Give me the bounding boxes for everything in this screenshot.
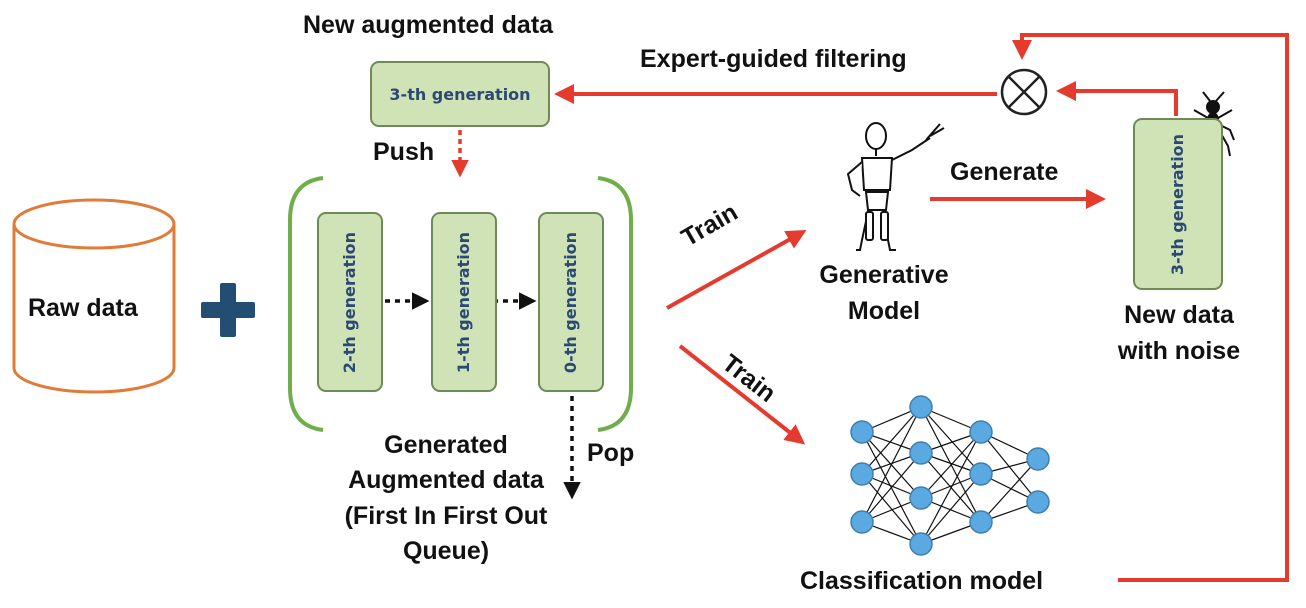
generated-label-line3: (First In First Out xyxy=(344,502,548,530)
feedback-loop-line xyxy=(1012,33,1289,582)
plus-icon-vertical xyxy=(220,283,236,337)
queue-box-2-label: 2-th generation xyxy=(340,231,360,373)
raw-data-label: Raw data xyxy=(28,294,138,322)
network-node xyxy=(909,395,933,419)
network-edge xyxy=(861,406,922,475)
generated-label-line2: Augmented data xyxy=(348,466,544,494)
network-edge xyxy=(980,458,1039,523)
network-node xyxy=(969,510,993,534)
pop-label: Pop xyxy=(587,439,635,467)
network-edge xyxy=(861,452,922,523)
new-data-label-line2: with noise xyxy=(1117,337,1241,365)
network-node xyxy=(850,510,874,534)
queue-box-0: 0-th generation xyxy=(538,212,604,392)
top-generation-label: 3-th generation xyxy=(389,84,531,104)
network-node xyxy=(909,441,933,465)
queue-right-bracket xyxy=(597,176,633,432)
top-generation-box: 3-th generation xyxy=(370,61,550,127)
push-label: Push xyxy=(373,138,435,166)
generated-label-line1: Generated xyxy=(384,431,508,459)
queue-box-1-label: 1-th generation xyxy=(454,231,474,373)
wooden-mannequin-icon xyxy=(846,122,945,251)
network-edge xyxy=(920,473,982,545)
network-node xyxy=(909,532,933,556)
train-arrow-upper xyxy=(666,230,807,310)
queue-box-0-label: 0-th generation xyxy=(561,231,581,373)
network-edge xyxy=(920,431,982,499)
network-edge xyxy=(920,406,982,475)
new-augmented-data-label: New augmented data xyxy=(303,11,554,39)
network-node xyxy=(850,462,874,486)
generative-model-label-line2: Model xyxy=(847,297,921,325)
network-node xyxy=(969,420,993,444)
train-arrow-lower xyxy=(678,344,806,445)
expert-filtering-label: Expert-guided filtering xyxy=(640,45,907,73)
network-node xyxy=(1026,447,1050,471)
new-data-label-line1: New data xyxy=(1124,301,1234,329)
network-edge xyxy=(920,431,982,545)
classification-model-label: Classification model xyxy=(800,567,1044,595)
queue-box-1: 1-th generation xyxy=(431,212,497,392)
network-node xyxy=(1026,490,1050,514)
circle-times-icon xyxy=(1000,68,1048,116)
generated-label-line4: Queue) xyxy=(402,537,490,565)
generate-label: Generate xyxy=(950,158,1059,186)
raw-data-cylinder-icon xyxy=(12,198,176,394)
queue-box-2: 2-th generation xyxy=(317,212,383,392)
noisy-to-filter-line xyxy=(1056,81,1178,116)
queue-left-bracket xyxy=(288,176,324,432)
network-edge xyxy=(861,473,922,545)
network-edge xyxy=(861,406,922,523)
network-node xyxy=(909,486,933,510)
network-node xyxy=(969,462,993,486)
neural-network-icon xyxy=(850,395,1050,556)
generative-model-label-line1: Generative xyxy=(819,261,949,289)
network-node xyxy=(850,420,874,444)
noisy-generation-box: 3-th generation xyxy=(1133,118,1223,290)
noisy-generation-label: 3-th generation xyxy=(1168,133,1188,275)
